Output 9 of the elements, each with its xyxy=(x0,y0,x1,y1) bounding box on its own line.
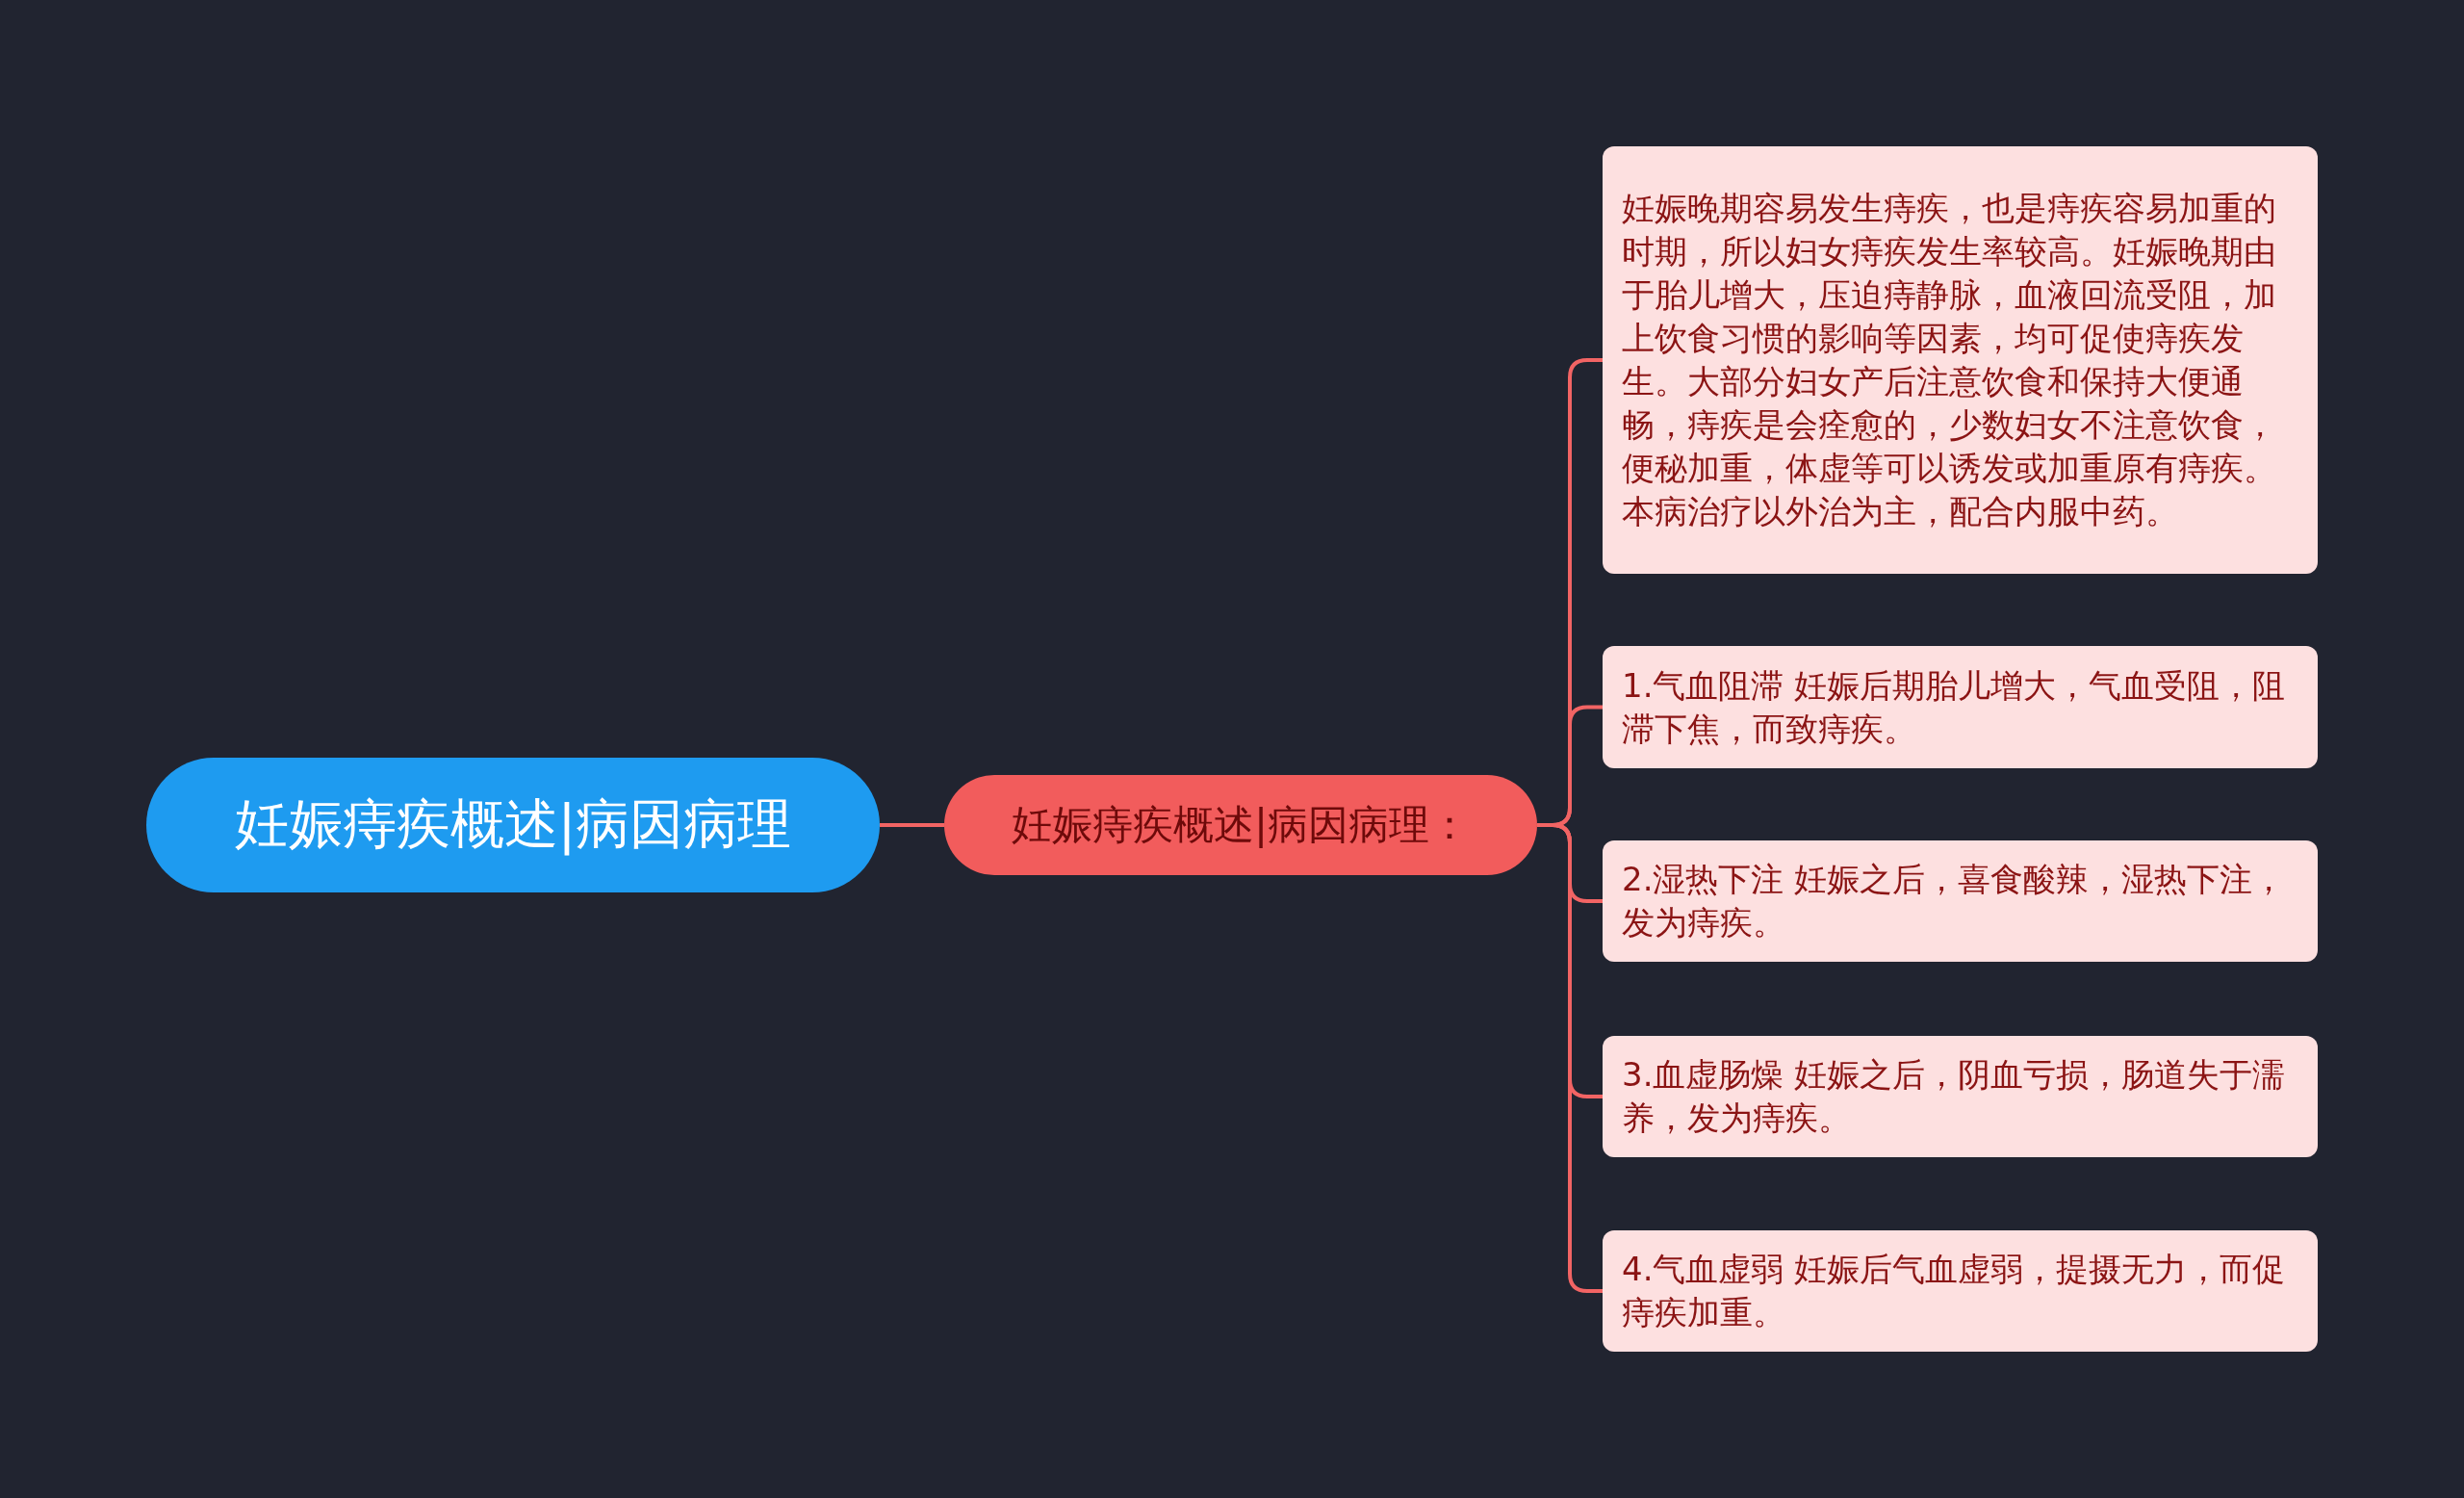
note-box: 妊娠晚期容易发生痔疾，也是痔疾容易加重的时期，所以妇女痔疾发生率较高。妊娠晚期由于胎儿增大，压迫痔静脉，血液回流受阻，加上饮食习惯的影响等因素，均可促使痔疾发生。大部分妇女产后注意饮食和保持大便通畅，痔疾是会痊愈的，少数妇女不注意饮食，便秘加重，体虚等可以诱发或加重原有痔疾。本病治疗以外治为主，配合内服中药。 xyxy=(1603,146,2318,574)
note-box: 1.气血阻滞 妊娠后期胎儿增大，气血受阻，阻滞下焦，而致痔疾。 xyxy=(1603,646,2318,768)
note-box: 4.气血虚弱 妊娠后气血虚弱，提摄无力，而促痔疾加重。 xyxy=(1603,1230,2318,1352)
note-box: 3.血虚肠燥 妊娠之后，阴血亏损，肠道失于濡养，发为痔疾。 xyxy=(1603,1036,2318,1157)
branch-topic: 妊娠痔疾概述|病因病理： xyxy=(944,775,1537,875)
connector-line xyxy=(880,823,944,827)
connector-line xyxy=(1537,823,1603,1293)
note-box: 2.湿热下注 妊娠之后，喜食酸辣，湿热下注，发为痔疾。 xyxy=(1603,840,2318,962)
root-topic: 妊娠痔疾概述|病因病理 xyxy=(146,758,880,892)
